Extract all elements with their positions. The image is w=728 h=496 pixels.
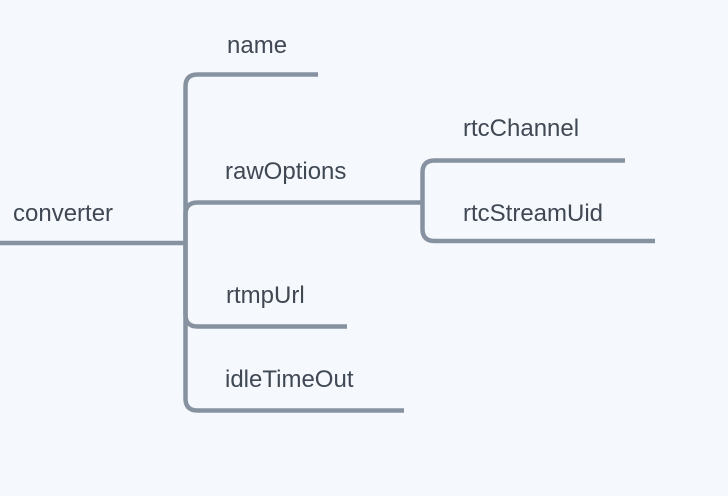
node-label-converter[interactable]: converter [13, 200, 114, 227]
link-converter-rawoptions [183, 200, 421, 243]
link-rawoptions-rtcchannel [420, 158, 625, 203]
link-converter-idletimeout [183, 243, 404, 413]
node-label-rtcstreamuid[interactable]: rtcStreamUid [463, 200, 604, 227]
node-label-rtmpurl[interactable]: rtmpUrl [226, 282, 305, 309]
node-label-rtcchannel[interactable]: rtcChannel [463, 115, 580, 142]
node-label-idletimeout[interactable]: idleTimeOut [225, 366, 354, 393]
link-rawoptions-rtcstreamuid [420, 202, 655, 244]
link-converter-name [183, 72, 318, 243]
node-label-rawoptions[interactable]: rawOptions [225, 158, 347, 185]
node-label-name[interactable]: name [227, 32, 288, 59]
